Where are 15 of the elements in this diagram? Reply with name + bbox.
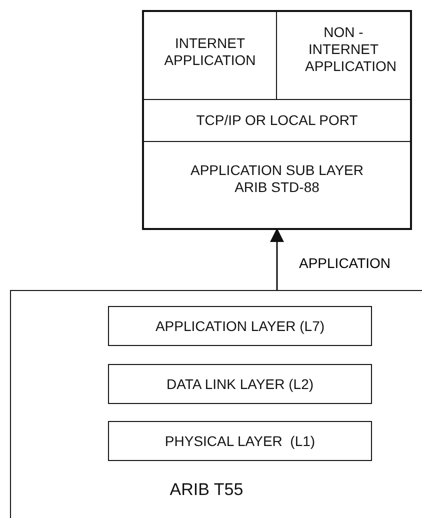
region-title: ARIB T55 <box>168 481 244 498</box>
stack-box <box>142 10 412 230</box>
arrow <box>270 228 284 290</box>
layer-box <box>108 421 372 461</box>
layer-label: INTERNET APPLICATION <box>163 35 257 69</box>
layer-box <box>108 306 372 346</box>
layer-label: TCP/IP OR LOCAL PORT <box>195 112 359 129</box>
layer-cell <box>144 12 277 100</box>
layer-box <box>108 364 372 404</box>
protocol-region <box>10 290 422 518</box>
layer-label: APPLICATION LAYER (L7) <box>154 318 326 335</box>
layer-label: DATA LINK LAYER (L2) <box>165 376 315 393</box>
layer-label: APPLICATION SUB LAYER ARIB STD-88 <box>190 162 364 196</box>
layer-label: PHYSICAL LAYER (L1) <box>164 433 316 450</box>
layer-label: NON - INTERNET APPLICATION <box>304 24 398 75</box>
